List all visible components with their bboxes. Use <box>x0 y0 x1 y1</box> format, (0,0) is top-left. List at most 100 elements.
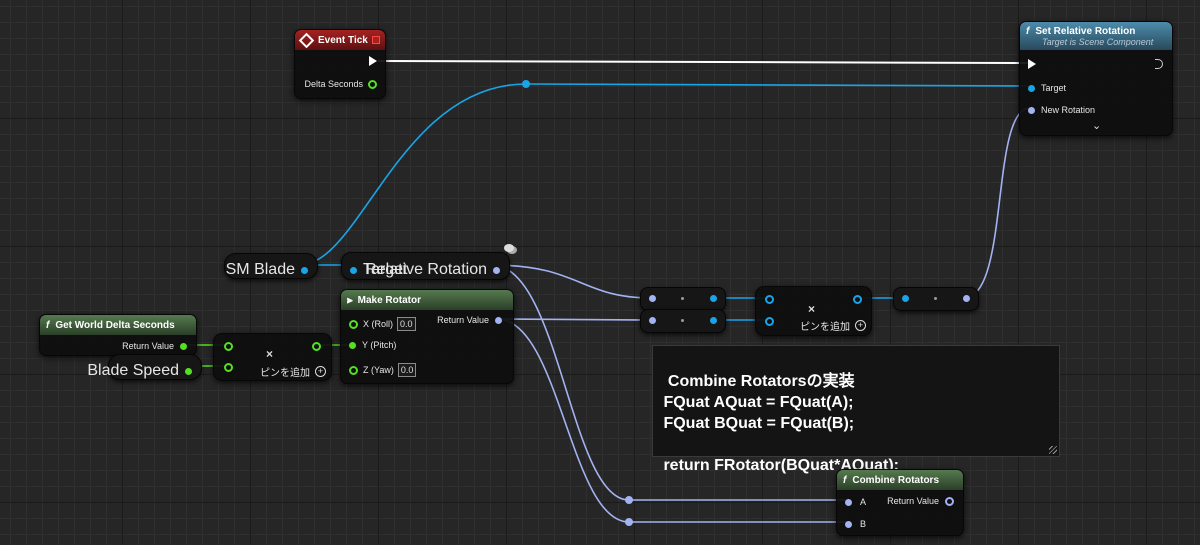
new-rotation-label: New Rotation <box>1041 105 1096 115</box>
make-rotator-return-pin[interactable] <box>495 316 502 324</box>
new-rotation-wire[interactable] <box>963 107 1031 299</box>
event-delegate-icon[interactable] <box>372 36 380 44</box>
sm-blade-pin[interactable] <box>301 266 308 274</box>
target-input-label: Target <box>363 261 408 278</box>
multiply-icon: × <box>266 347 274 361</box>
add-pin-label: ピンを追加 <box>800 322 850 333</box>
conversion-node[interactable] <box>893 287 979 311</box>
blade-speed-label: Blade Speed <box>87 362 179 379</box>
relative-rotation-label: Relative Rotation <box>365 261 487 278</box>
add-pin-button[interactable]: ピンを追加 + <box>260 364 326 379</box>
multiply-icon: × <box>808 302 816 316</box>
get-world-delta-seconds-title: Get World Delta Seconds <box>55 319 175 331</box>
exec-wire[interactable] <box>377 60 1031 64</box>
target-input-pin[interactable] <box>350 266 357 274</box>
delta-seconds-pin[interactable] <box>368 79 377 89</box>
reroute-in-pin[interactable] <box>649 317 656 324</box>
multiply-float-node[interactable]: × ピンを追加 + <box>213 333 332 381</box>
make-rotator-header: ⫸ Make Rotator <box>341 290 513 310</box>
combine-a-label: A <box>860 497 867 507</box>
combine-rotators-node[interactable]: f Combine Rotators A B Return Value <box>836 469 964 536</box>
set-relative-rotation-title: Set Relative Rotation <box>1035 25 1136 37</box>
combine-b-pin[interactable] <box>845 520 852 528</box>
get-world-delta-seconds-node[interactable]: f Get World Delta Seconds Return Value <box>39 314 197 356</box>
comment-box[interactable]: Combine Rotatorsの実装 FQuat AQuat = FQuat(… <box>652 345 1060 474</box>
x-roll-pin[interactable] <box>349 319 358 329</box>
return-value-label: Return Value <box>122 341 174 351</box>
get-world-delta-seconds-header: f Get World Delta Seconds <box>40 315 196 335</box>
reroute-dot <box>681 297 684 300</box>
function-icon: f <box>46 319 50 331</box>
multiply-quat-input-a-pin[interactable] <box>765 295 774 304</box>
rotation-wire-a[interactable] <box>491 264 653 299</box>
event-tick-header: Event Tick <box>295 30 385 50</box>
multiply-input-a-pin[interactable] <box>224 342 233 351</box>
sm-blade-label: SM Blade <box>225 261 295 278</box>
z-yaw-label: Z (Yaw) <box>363 365 394 375</box>
x-roll-input[interactable]: 0.0 <box>397 317 416 331</box>
z-yaw-pin[interactable] <box>349 365 358 375</box>
plus-icon: + <box>855 320 866 331</box>
reroute-in-pin[interactable] <box>649 295 656 302</box>
combine-rotators-title: Combine Rotators <box>852 474 940 486</box>
sm-blade-variable-node[interactable]: SM Blade <box>224 253 318 279</box>
multiply-quat-input-b-pin[interactable] <box>765 317 774 326</box>
exec-in-pin[interactable] <box>1028 59 1036 69</box>
combine-return-pin[interactable] <box>945 496 954 506</box>
rotation-wire-b[interactable] <box>491 264 848 501</box>
combine-return-label: Return Value <box>887 496 939 506</box>
multiply-output-pin[interactable] <box>312 342 321 351</box>
event-tick-title: Event Tick <box>318 34 368 46</box>
exec-out-pin[interactable] <box>1155 59 1163 69</box>
reroute-node-upper[interactable] <box>640 287 726 311</box>
event-icon <box>298 32 315 48</box>
event-tick-node[interactable]: Event Tick Delta Seconds <box>294 29 386 99</box>
reroute-knot[interactable] <box>522 80 530 88</box>
relative-rotation-pin[interactable] <box>493 266 500 274</box>
reroute-out-pin[interactable] <box>710 295 717 302</box>
x-roll-label: X (Roll) <box>363 319 394 329</box>
y-pitch-pin[interactable] <box>349 341 356 349</box>
reroute-knot-b[interactable] <box>625 518 633 526</box>
multiply-quat-node[interactable]: × ピンを追加 + <box>755 286 872 336</box>
conversion-out-pin[interactable] <box>963 295 970 302</box>
return-value-pin[interactable] <box>180 342 187 350</box>
function-icon: f <box>1026 25 1030 37</box>
context-icon <box>504 244 514 252</box>
exec-out-pin[interactable] <box>369 56 377 66</box>
blade-speed-variable-node[interactable]: Blade Speed <box>87 354 202 380</box>
multiply-input-b-pin[interactable] <box>224 363 233 372</box>
resize-grip-icon[interactable] <box>1049 446 1057 454</box>
z-yaw-input[interactable]: 0.0 <box>397 363 417 377</box>
make-struct-icon: ⫸ <box>347 294 353 306</box>
combine-a-pin[interactable] <box>845 498 852 506</box>
add-pin-button[interactable]: ピンを追加 + <box>800 318 866 333</box>
target-wire[interactable] <box>299 83 1031 266</box>
combine-b-label: B <box>860 519 867 529</box>
makerotator-wire-b[interactable] <box>496 318 848 523</box>
plus-icon: + <box>315 366 326 377</box>
reroute-knot-a[interactable] <box>625 496 633 504</box>
reroute-out-pin[interactable] <box>710 317 717 324</box>
set-relative-rotation-header: f Set Relative Rotation Target is Scene C… <box>1020 22 1172 50</box>
set-relative-rotation-subtitle: Target is Scene Component <box>1042 36 1154 47</box>
delta-seconds-label: Delta Seconds <box>304 79 363 89</box>
combine-rotators-header: f Combine Rotators <box>837 470 963 490</box>
comment-text[interactable]: Combine Rotatorsの実装 FQuat AQuat = FQuat(… <box>663 373 899 474</box>
multiply-quat-output-pin[interactable] <box>853 295 862 304</box>
make-rotator-title: Make Rotator <box>357 294 421 306</box>
new-rotation-pin[interactable] <box>1028 106 1035 114</box>
target-label: Target <box>1041 83 1067 93</box>
reroute-node-lower[interactable] <box>640 309 726 333</box>
expand-chevron-icon[interactable]: ⌄ <box>1092 120 1102 132</box>
set-relative-rotation-node[interactable]: f Set Relative Rotation Target is Scene C… <box>1019 21 1173 136</box>
conversion-in-pin[interactable] <box>902 295 909 302</box>
makerotator-wire-a[interactable] <box>496 318 653 321</box>
blade-speed-pin[interactable] <box>185 367 192 375</box>
get-relative-rotation-node[interactable]: Target Relative Rotation <box>341 244 514 280</box>
reroute-dot <box>681 319 684 322</box>
function-icon: f <box>843 474 847 486</box>
target-pin[interactable] <box>1028 84 1035 92</box>
make-rotator-node[interactable]: ⫸ Make Rotator X (Roll) 0.0 Y (Pitch) Z … <box>340 289 514 384</box>
conversion-dot <box>934 297 937 300</box>
